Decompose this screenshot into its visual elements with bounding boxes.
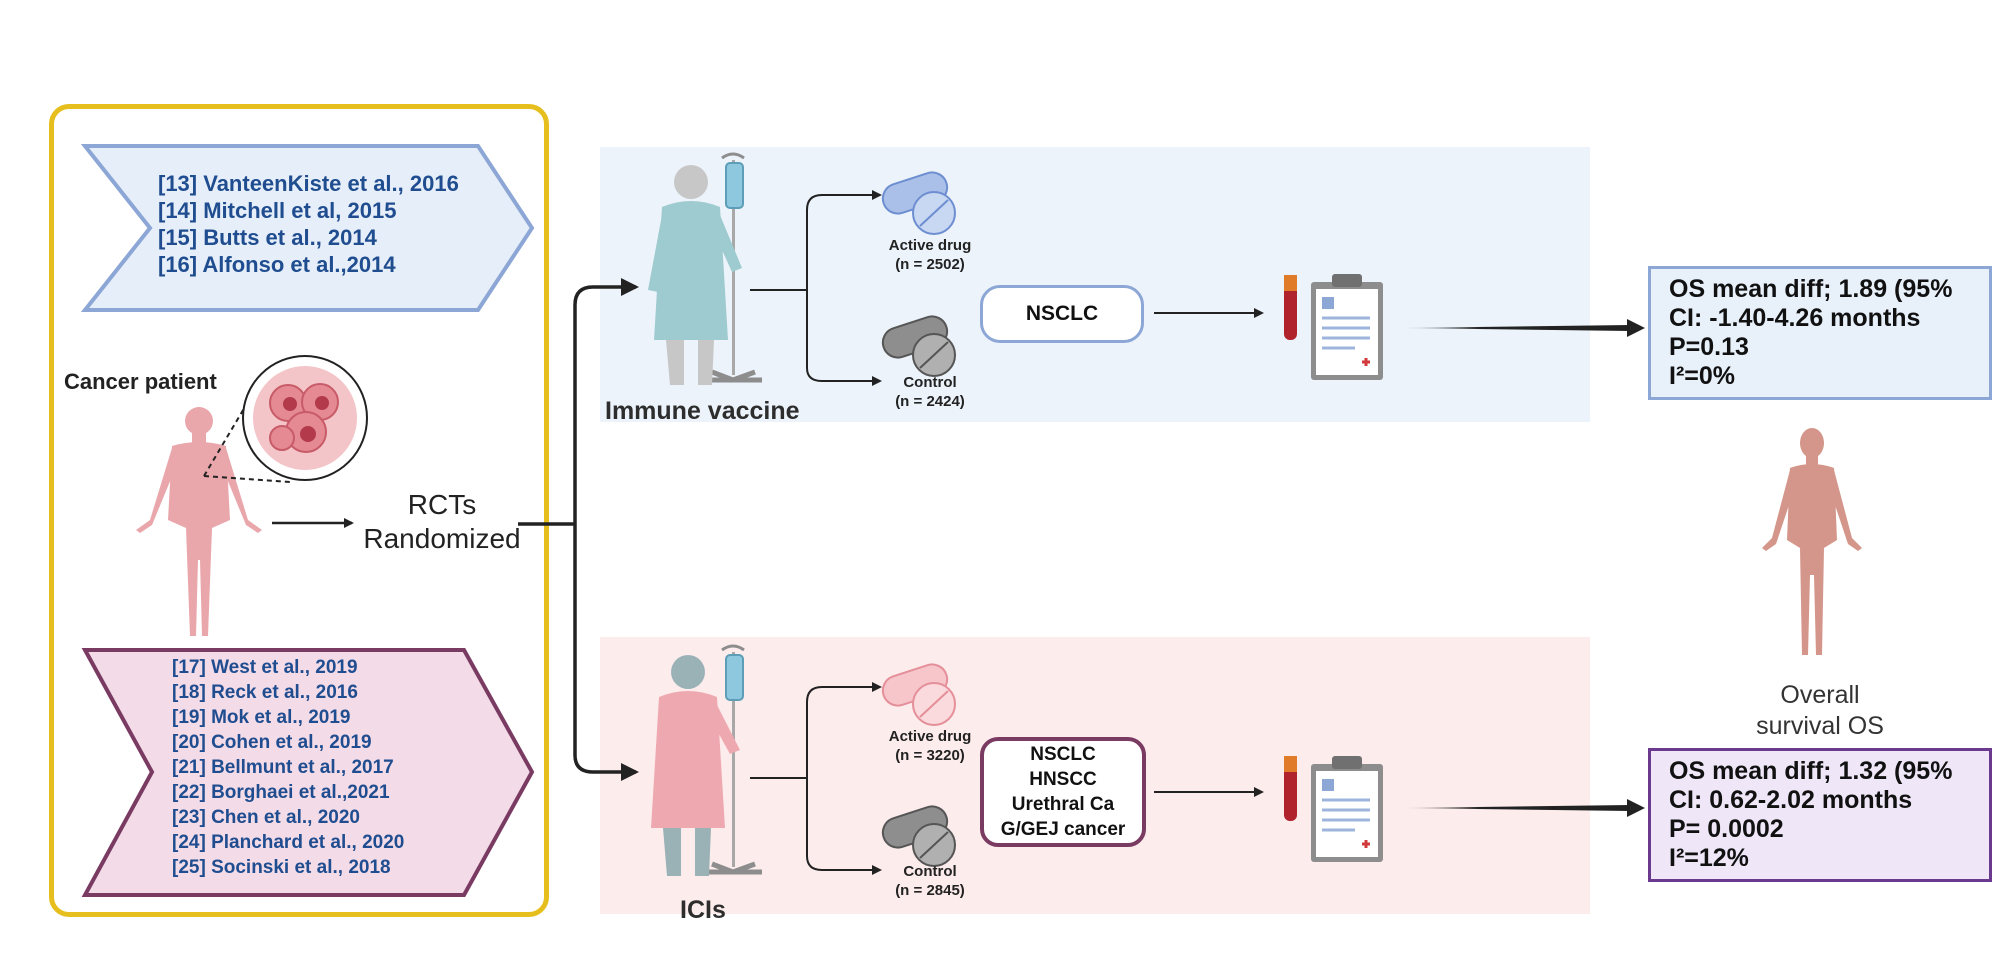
reference-item: [20] Cohen et al., 2019 — [172, 732, 372, 753]
ici-arm-split — [750, 682, 882, 875]
reference-item: [18] Reck et al., 2016 — [172, 682, 358, 703]
vaccine-control-arm-label: Control (n = 2424) — [850, 373, 1010, 411]
reference-item: [21] Bellmunt et al., 2017 — [172, 757, 394, 778]
overall-survival-label: Overall survival OS — [1720, 680, 1920, 742]
active-pill-icon-vaccine — [881, 171, 956, 235]
vaccine-patient-figure — [648, 152, 762, 385]
result-line: CI: -1.40-4.26 months — [1669, 304, 1921, 332]
lab-report-icon-vaccine — [1284, 274, 1383, 380]
reference-item: [14] Mitchell et al, 2015 — [158, 198, 397, 223]
reference-item: [16] Alfonso et al.,2014 — [158, 252, 396, 277]
reference-item: [13] VanteenKiste et al., 2016 — [158, 171, 459, 196]
result-line: P=0.13 — [1669, 333, 1749, 361]
rcts-label: RCTs Randomized — [352, 488, 532, 556]
arm-name: Control — [903, 374, 957, 391]
result-line: OS mean diff; 1.89 (95% — [1669, 275, 1953, 303]
result-line: P= 0.0002 — [1669, 815, 1784, 843]
rcts-label-line1: RCTs — [407, 489, 477, 520]
ici-reference-list: [17] West et al., 2019 [18] Reck et al.,… — [172, 655, 404, 880]
result-line: OS mean diff; 1.32 (95% — [1669, 757, 1953, 785]
result-line: I²=12% — [1669, 844, 1749, 872]
cancer-patient-figure — [136, 407, 262, 636]
reference-item: [24] Planchard et al., 2020 — [172, 832, 405, 853]
study-selection-frame — [49, 104, 549, 917]
active-pill-icon-ici — [881, 663, 956, 726]
reference-item: [19] Mok et al., 2019 — [172, 707, 351, 728]
ici-patient-figure — [651, 644, 762, 876]
control-pill-icon-vaccine — [881, 315, 956, 377]
ici-control-arm-label: Control (n = 2845) — [850, 862, 1010, 900]
reference-item: [22] Borghaei et al.,2021 — [172, 782, 390, 803]
ici-refs-chevron — [81, 648, 535, 897]
vaccine-result-box: OS mean diff; 1.89 (95% CI: -1.40-4.26 m… — [1648, 266, 1992, 400]
ici-disease-box: NSCLC HNSCC Urethral Ca G/GEJ cancer — [980, 737, 1146, 847]
disease-item: HNSCC — [1029, 769, 1097, 790]
disease-item: Urethral Ca — [1011, 794, 1115, 815]
cancer-patient-label: Cancer patient — [64, 369, 217, 394]
result-line: CI: 0.62-2.02 months — [1669, 786, 1913, 814]
ici-label: ICIs — [680, 896, 726, 924]
disease-item: G/GEJ cancer — [1000, 819, 1126, 840]
arm-name: Control — [903, 863, 957, 880]
arrow-to-result-vaccine — [1400, 319, 1645, 337]
arm-count: (n = 2502) — [895, 256, 965, 273]
survival-human-figure — [1762, 428, 1862, 655]
vaccine-active-arm-label: Active drug (n = 2502) — [850, 236, 1010, 274]
reference-item: [17] West et al., 2019 — [172, 657, 358, 678]
disease-item: NSCLC — [1030, 744, 1096, 765]
reference-item: [23] Chen et al., 2020 — [172, 807, 360, 828]
arm-name: Active drug — [888, 728, 972, 745]
arm-count: (n = 2424) — [895, 393, 965, 410]
immune-vaccine-panel — [600, 147, 1590, 422]
overall-survival-line1: Overall — [1780, 681, 1860, 709]
arm-count: (n = 3220) — [895, 747, 965, 764]
arm-count: (n = 2845) — [895, 882, 965, 899]
rcts-label-line2: Randomized — [363, 523, 521, 554]
vaccine-disease-box: NSCLC — [980, 285, 1144, 343]
ici-active-arm-label: Active drug (n = 3220) — [850, 727, 1010, 765]
vaccine-arm-split — [750, 190, 882, 386]
randomization-branch — [518, 278, 639, 781]
arrow-to-result-ici — [1400, 799, 1645, 817]
disease-item: NSCLC — [1025, 302, 1099, 325]
immune-vaccine-label: Immune vaccine — [605, 397, 800, 425]
tumor-cells-zoom — [203, 355, 368, 483]
result-line: I²=0% — [1669, 362, 1736, 390]
ici-result-box: OS mean diff; 1.32 (95% CI: 0.62-2.02 mo… — [1648, 748, 1992, 882]
reference-item: [15] Butts et al., 2014 — [158, 225, 377, 250]
arm-name: Active drug — [888, 237, 972, 254]
vaccine-reference-list: [13] VanteenKiste et al., 2016 [14] Mitc… — [158, 170, 459, 278]
reference-item: [25] Socinski et al., 2018 — [172, 857, 391, 878]
lab-report-icon-ici — [1284, 756, 1383, 862]
overall-survival-line2: survival OS — [1756, 712, 1884, 740]
vaccine-refs-chevron — [80, 144, 535, 312]
control-pill-icon-ici — [881, 805, 956, 867]
